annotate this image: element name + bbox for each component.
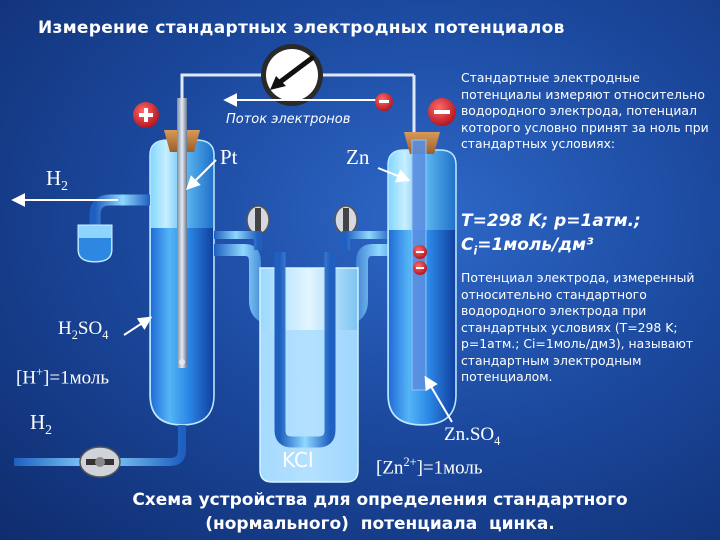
- label-znso4-sub: 4: [494, 433, 501, 448]
- label-h2-top: H2: [46, 166, 68, 194]
- conditions-c: C: [461, 235, 474, 255]
- right-stopcock-valve: [334, 205, 392, 250]
- page-title: Измерение стандартных электродных потенц…: [38, 18, 565, 38]
- left-stopcock-valve: [214, 205, 270, 250]
- electron-flow-label: Поток электронов: [226, 112, 351, 127]
- kcl-salt-bridge: [214, 244, 412, 483]
- description-definition: Потенциал электрода, измеренный относите…: [461, 270, 695, 384]
- conditions-line1: T=298 K; p=1атм.;: [461, 211, 641, 231]
- conditions-line2: Ci=1моль/дм³: [461, 233, 641, 263]
- description-standard-potentials: Стандартные электродные потенциалы измер…: [461, 70, 709, 151]
- pt-pointer-arrow: [186, 159, 217, 190]
- label-znso4-text: Zn.SO: [444, 424, 495, 445]
- label-h2so4-so: SO: [77, 318, 103, 339]
- hydrogen-inlet-tube: [14, 425, 186, 478]
- label-kcl: KCl: [282, 448, 314, 472]
- zn-pointer-arrow: [377, 167, 411, 183]
- label-zn: Zn: [346, 145, 370, 169]
- hydrogen-outlet-tube: [77, 194, 150, 263]
- label-h2-bottom: H2: [30, 410, 52, 438]
- figure-caption: Схема устройства для определения стандар…: [80, 488, 680, 536]
- znso4-pointer-arrow: [424, 375, 453, 423]
- label-h2-top-text: H: [46, 166, 62, 190]
- plus-sign-marker: [133, 102, 159, 128]
- label-zn2-open: [Zn: [376, 457, 404, 479]
- label-zn2-rest: ]=1моль: [416, 457, 483, 479]
- label-hplus-concentration: [H+]=1моль: [16, 365, 109, 389]
- label-hplus-rest: ]=1моль: [43, 367, 109, 389]
- label-h2so4-sub2: 4: [102, 327, 109, 342]
- zinc-electrode-vessel: [387, 132, 457, 426]
- minus-sign-small-marker: [375, 93, 393, 111]
- label-h2so4-sub1: 2: [71, 327, 78, 342]
- label-h2-bottom-text: H: [30, 410, 46, 434]
- label-h2so4: H2SO4: [58, 318, 108, 343]
- conditions-rest: =1моль/дм³: [477, 235, 594, 255]
- voltmeter: [261, 44, 323, 106]
- label-h2-top-sub: 2: [61, 178, 68, 194]
- conditions-c-sub: i: [473, 244, 478, 258]
- label-h2so4-h: H: [58, 318, 72, 339]
- minus-sign-big-marker: [428, 98, 456, 126]
- h2so4-pointer-arrow: [123, 316, 153, 336]
- label-h2-bottom-sub: 2: [45, 422, 52, 438]
- label-zn2-sup: 2+: [403, 455, 417, 469]
- caption-line2: (нормального) потенциала цинка.: [205, 514, 555, 534]
- label-znso4: Zn.SO4: [444, 424, 500, 449]
- label-zn2-concentration: [Zn2+]=1моль: [376, 455, 483, 479]
- label-hplus-open: [H: [16, 367, 37, 389]
- label-pt: Pt: [220, 145, 238, 169]
- label-hplus-sup: +: [36, 365, 44, 379]
- hydrogen-electrode-vessel: [149, 98, 215, 426]
- standard-conditions: T=298 K; p=1атм.; Ci=1моль/дм³: [461, 209, 641, 263]
- caption-line1: Схема устройства для определения стандар…: [132, 490, 628, 510]
